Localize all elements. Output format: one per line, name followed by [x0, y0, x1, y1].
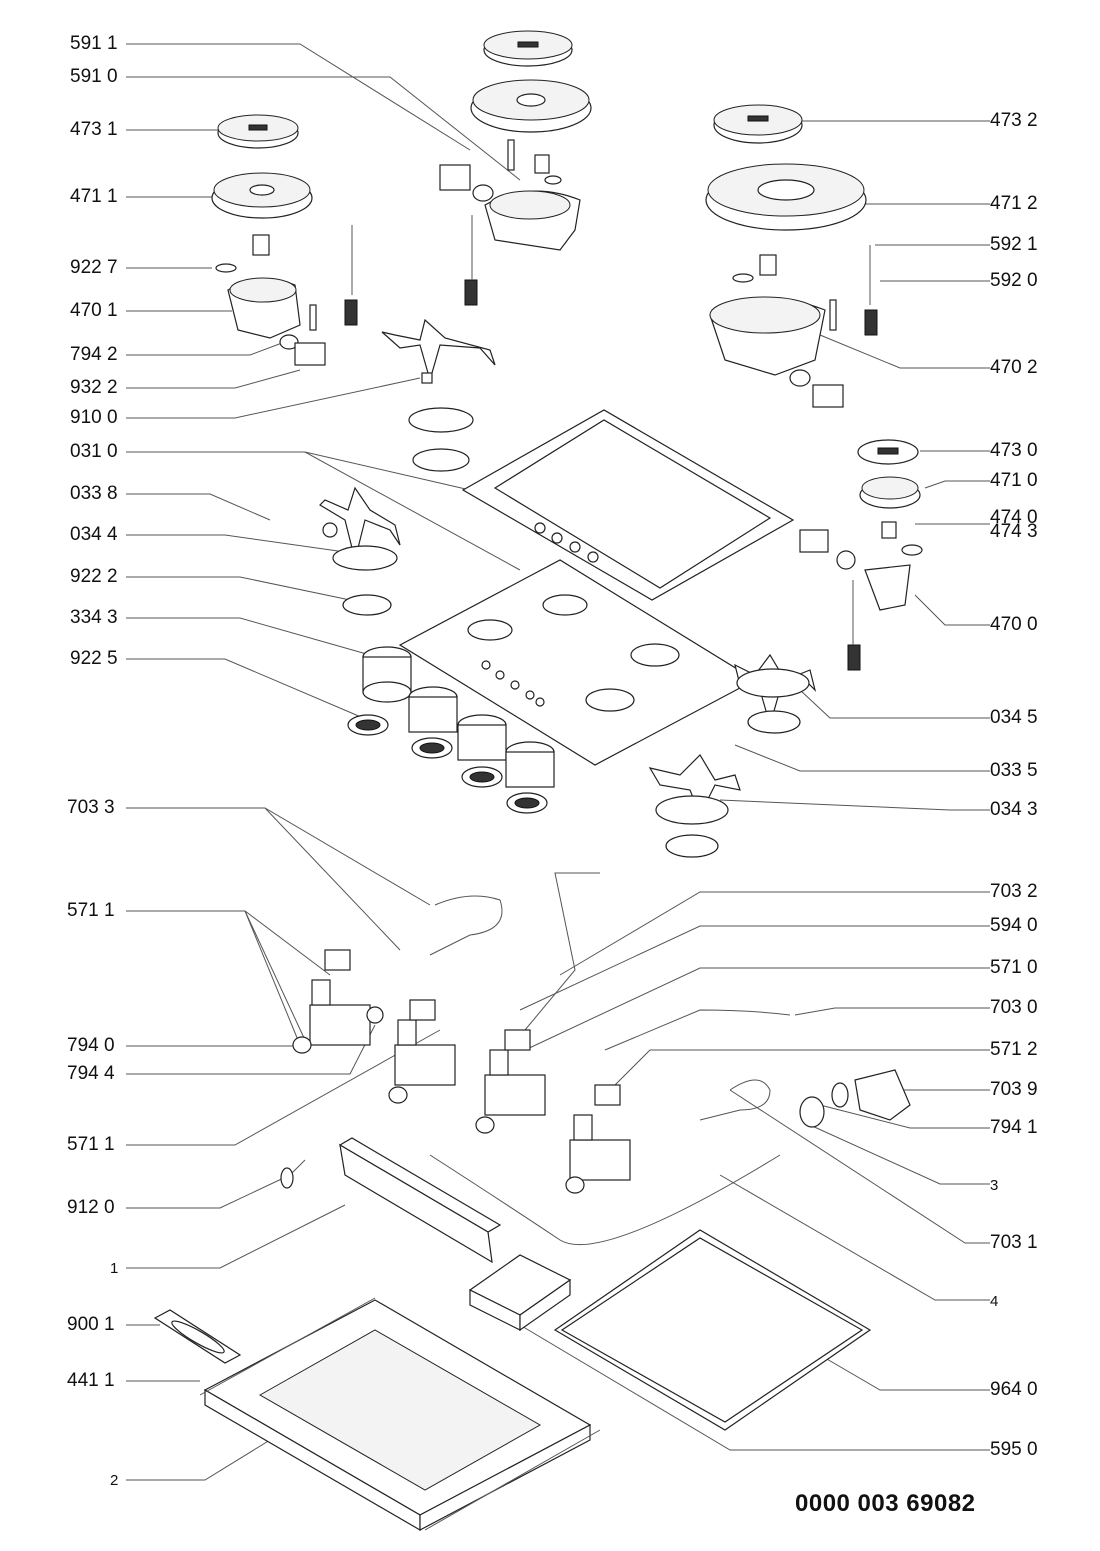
part-label-703-0: 703 0 — [990, 997, 1038, 1018]
part-label-473-1: 473 1 — [70, 119, 118, 140]
part-label-964-0: 964 0 — [990, 1379, 1038, 1400]
ignition-module — [468, 1254, 572, 1332]
burner-base-left — [215, 225, 358, 366]
glass-cooktop-panel — [461, 409, 795, 601]
part-label-471-0: 471 0 — [990, 470, 1038, 491]
part-label-912-0: 912 0 — [67, 1197, 115, 1218]
part-label-4: 4 — [990, 1293, 999, 1310]
part-label-591-1: 591 1 — [70, 33, 118, 54]
burner-cap-top-middle — [483, 30, 573, 67]
part-label-922-7: 922 7 — [70, 257, 118, 278]
control-knobs — [347, 646, 555, 814]
pan-support-right — [648, 653, 817, 858]
pan-support-left — [319, 486, 401, 616]
part-label-900-1: 900 1 — [67, 1314, 115, 1335]
part-label-571-0: 571 0 — [990, 957, 1038, 978]
pan-support-top — [381, 318, 496, 472]
part-label-703-2: 703 2 — [990, 881, 1038, 902]
part-label-922-2: 922 2 — [70, 566, 118, 587]
part-label-703-9: 703 9 — [990, 1079, 1038, 1100]
burner-cap-right-large — [713, 104, 803, 144]
bracket-rail — [338, 1137, 502, 1264]
part-label-033-8: 033 8 — [70, 483, 118, 504]
part-label-2: 2 — [110, 1472, 119, 1489]
part-label-703-3: 703 3 — [67, 797, 115, 818]
part-label-571-1-second: 571 1 — [67, 1134, 115, 1155]
part-label-794-2: 794 2 — [70, 344, 118, 365]
part-label-034-4: 034 4 — [70, 524, 118, 545]
part-label-470-1: 470 1 — [70, 300, 118, 321]
part-label-034-5: 034 5 — [990, 707, 1038, 728]
part-label-473-0: 473 0 — [990, 440, 1038, 461]
leader-lines-right — [519, 120, 990, 1451]
part-label-794-0: 794 0 — [67, 1035, 115, 1056]
part-label-571-1: 571 1 — [67, 900, 115, 921]
part-label-594-0: 594 0 — [990, 915, 1038, 936]
screw — [280, 1159, 306, 1189]
part-label-474-0: 474 0 — [990, 507, 1038, 528]
part-label-1: 1 — [110, 1260, 119, 1277]
burner-cap-left — [217, 114, 299, 149]
part-label-473-2: 473 2 — [990, 110, 1038, 131]
part-label-474-3: 474 3 — [990, 521, 1038, 542]
part-label-922-5: 922 5 — [70, 648, 118, 669]
part-label-703-1: 703 1 — [990, 1232, 1038, 1253]
part-label-034-3: 034 3 — [990, 799, 1038, 820]
part-label-3: 3 — [990, 1177, 999, 1194]
hob-top-plate — [398, 559, 757, 766]
base-tray — [199, 1297, 601, 1532]
burner-head-right-large — [705, 163, 867, 231]
part-label-471-2: 471 2 — [990, 193, 1038, 214]
burner-head-top-middle — [470, 79, 592, 133]
hob-seal-gasket — [553, 1229, 872, 1431]
part-label-571-2: 571 2 — [990, 1039, 1038, 1060]
gas-valves — [292, 949, 631, 1194]
burner-base-top-middle — [439, 139, 581, 306]
part-label-470-2: 470 2 — [990, 357, 1038, 378]
gas-pipes — [429, 872, 791, 1246]
part-label-591-0: 591 0 — [70, 66, 118, 87]
part-label-592-1: 592 1 — [990, 234, 1038, 255]
part-label-794-4: 794 4 — [67, 1063, 115, 1084]
part-label-794-1: 794 1 — [990, 1117, 1038, 1138]
side-bracket — [153, 1309, 242, 1364]
part-label-592-0: 592 0 — [990, 270, 1038, 291]
part-label-471-1: 471 1 — [70, 186, 118, 207]
part-label-441-1: 441 1 — [67, 1370, 115, 1391]
part-label-932-2: 932 2 — [70, 377, 118, 398]
part-label-595-0: 595 0 — [990, 1439, 1038, 1460]
inlet-elbow — [799, 1069, 911, 1128]
leader-lines-left — [126, 43, 521, 1481]
document-number: 0000 003 69082 — [795, 1490, 976, 1517]
part-label-910-0: 910 0 — [70, 407, 118, 428]
burner-head-left — [211, 172, 313, 219]
burner-small-right — [799, 439, 923, 671]
burner-base-right-large — [709, 245, 878, 408]
part-label-334-3: 334 3 — [70, 607, 118, 628]
part-label-470-0: 470 0 — [990, 614, 1038, 635]
part-label-033-5: 033 5 — [990, 760, 1038, 781]
part-label-031-0: 031 0 — [70, 441, 118, 462]
